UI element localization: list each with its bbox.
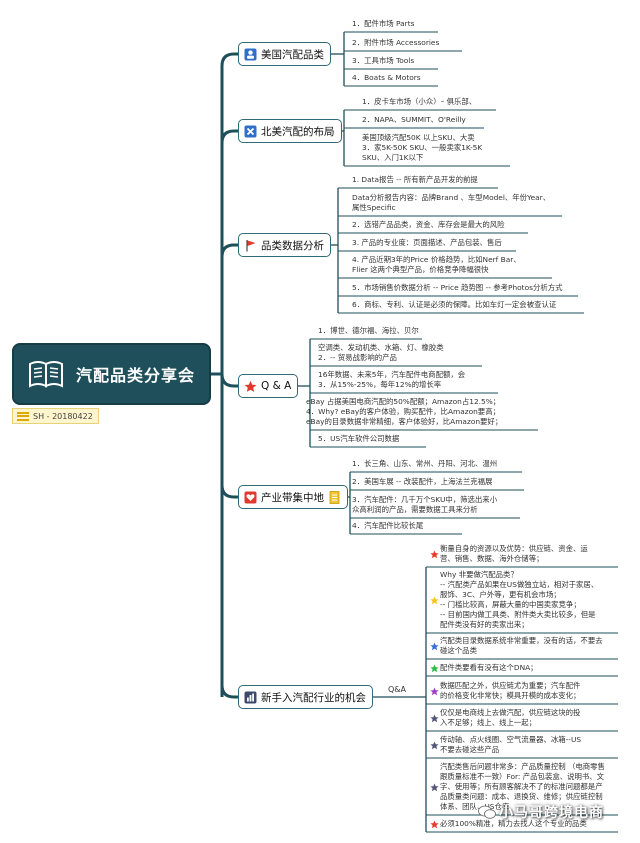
star-icon bbox=[430, 550, 439, 559]
branch-label: Q & A bbox=[261, 380, 292, 392]
branch-label: 美国汽配品类 bbox=[261, 48, 324, 61]
sub-item[interactable]: 配件类要看有没有这个DNA； bbox=[440, 663, 538, 672]
connector bbox=[220, 52, 238, 67]
sub-item[interactable]: 2．选错产品品类，资金、库存会是最大的风险 bbox=[352, 220, 505, 229]
red-star-icon bbox=[244, 380, 257, 392]
watermark: 小马哥跨境电商 bbox=[478, 802, 604, 822]
sub-item[interactable]: Why 非要做汽配品类？ -- 汽配类产品如果在US做独立站，相对于家居、 服饰… bbox=[440, 570, 599, 629]
star-icon bbox=[430, 783, 439, 792]
date-tag: SH - 20180422 bbox=[12, 408, 99, 424]
book-icon bbox=[28, 361, 63, 388]
sub-item[interactable]: 2．美国车展 -- 改装配件，上海法兰克福展 bbox=[352, 477, 493, 486]
sub-item[interactable]: eBay 占据美国电商汽配的50%配额；Amazon占12.5%； 4．Why?… bbox=[306, 397, 503, 426]
connector-label: Q&A bbox=[388, 685, 407, 694]
sub-item[interactable]: 16年数据、未来5年，汽车配件电商配额，会 3．从15%-25%，每年12%的增… bbox=[318, 370, 466, 389]
star-icon bbox=[430, 664, 439, 672]
sub-item[interactable]: 必须100%精准，精力去找人这个专业的品类 bbox=[440, 819, 587, 828]
x-mark-icon bbox=[244, 125, 257, 137]
sub-item[interactable]: 1．皮卡车市场（小众）– 俱乐部、 bbox=[362, 97, 477, 106]
branch-6[interactable]: 新手入汽配行业的机会 bbox=[238, 685, 373, 709]
connector bbox=[220, 373, 238, 388]
connector bbox=[220, 684, 238, 699]
sub-item[interactable]: 仅仅是电商线上去做汽配，供应链这块的投 入不足够；线上、线上一起； bbox=[440, 708, 581, 727]
red-flag-icon bbox=[246, 239, 256, 251]
sub-item[interactable]: 6．商标、专利、认证是必须的保障。比如车灯一定会被查认证 bbox=[352, 300, 557, 309]
sub-item[interactable]: 3. 产品的专业度：页面描述、产品包装、售后 bbox=[352, 238, 502, 247]
branch-1[interactable]: 美国汽配品类 bbox=[238, 42, 331, 66]
sub-item[interactable]: 1. Data报告 -- 所有新产品开发的前提 bbox=[352, 175, 478, 184]
branch-4[interactable]: Q & A bbox=[238, 374, 299, 398]
person-badge-icon bbox=[244, 48, 257, 60]
sub-item[interactable]: 传动轴、点火线圈、空气流量器、冰箱--US 不要去碰这些产品 bbox=[440, 735, 582, 754]
branch-label: 产业带集中地 bbox=[261, 491, 324, 504]
date-tag-text: SH - 20180422 bbox=[33, 411, 93, 421]
sub-item[interactable]: 5．市场销售价数据分析 -- Price 趋势图 -- 参考Photos分析方式 bbox=[352, 283, 563, 292]
sub-item[interactable]: 1．长三角、山东、常州、丹阳、河北、温州 bbox=[352, 459, 498, 468]
branch-3[interactable]: 品类数据分析 bbox=[238, 233, 331, 257]
heart-icon bbox=[244, 491, 257, 503]
connector bbox=[220, 129, 238, 144]
sub-item[interactable]: 美国顶级汽配50K 以上SKU、大卖 3．家5K-50K SKU、一般卖家1K-… bbox=[362, 133, 483, 162]
star-icon bbox=[430, 687, 439, 696]
sub-item[interactable]: 1．配件市场 Parts bbox=[352, 19, 415, 28]
note-icon[interactable] bbox=[328, 490, 341, 504]
sub-item[interactable]: 空调类、发动机类、水箱、灯、橡胶类 2．-- 贸易战影响的产品 bbox=[318, 343, 444, 362]
sub-item[interactable]: 衡量自身的资源以及优势：供应链、资金、运 营、销售、数据、海外仓储等； bbox=[440, 544, 588, 563]
star-icon bbox=[430, 714, 439, 723]
sub-item[interactable]: 4．Boats & Motors bbox=[352, 73, 421, 82]
star-icon bbox=[430, 820, 439, 828]
bar-chart-icon bbox=[244, 691, 257, 703]
sub-item[interactable]: 汽配类售后问题非常多：产品质量控制 （电商零售 跟质量标准不一致）For: 产品… bbox=[440, 762, 605, 811]
star-icon bbox=[430, 596, 439, 605]
branch-5[interactable]: 产业带集中地 bbox=[238, 485, 348, 509]
watermark-text: 小马哥跨境电商 bbox=[499, 805, 604, 821]
list-icon bbox=[17, 411, 29, 421]
sub-item[interactable]: 4. 产品近期3年的Price 价格趋势，比如Nerf Bar、 Flier 这… bbox=[352, 255, 521, 274]
sub-item[interactable]: 1．博世、德尔福、海拉、贝尔 bbox=[318, 326, 419, 335]
wechat-icon bbox=[478, 805, 496, 819]
sub-item[interactable]: 汽配类目录数据系统非常重要，没有的话，不要去 碰这个品类 bbox=[440, 636, 603, 655]
branch-label: 北美汽配的布局 bbox=[261, 125, 335, 138]
sub-item[interactable]: 3．汽车配件：几千万个SKU中，筛选出来小 众高利润的产品，需要数据工具来分析 bbox=[352, 495, 498, 514]
sub-item[interactable]: 5．US汽车软件公司数据 bbox=[318, 434, 400, 443]
branch-2[interactable]: 北美汽配的布局 bbox=[238, 119, 342, 143]
sub-item[interactable]: 3．工具市场 Tools bbox=[352, 56, 415, 65]
central-topic[interactable]: 汽配品类分享会 bbox=[12, 343, 211, 405]
star-icon bbox=[430, 642, 439, 651]
sub-item[interactable]: 2．附件市场 Accessories bbox=[352, 38, 440, 47]
central-title: 汽配品类分享会 bbox=[75, 366, 195, 385]
sub-item[interactable]: 2．NAPA、SUMMIT、O'Reilly bbox=[362, 115, 466, 124]
connector bbox=[220, 484, 238, 499]
branch-label: 新手入汽配行业的机会 bbox=[261, 691, 366, 704]
sub-item[interactable]: 4．汽车配件比较长尾 bbox=[352, 521, 424, 530]
connector bbox=[220, 243, 238, 258]
sub-item[interactable]: 数据匹配之外，供应链尤为重要；汽车配件 的价格变化非常快；模具开模的成本变化； bbox=[440, 681, 581, 700]
sub-item[interactable]: Data分析报告内容：品牌Brand 、车型Model、年份Year、 属性Sp… bbox=[352, 193, 551, 212]
branch-label: 品类数据分析 bbox=[261, 239, 324, 252]
star-icon bbox=[430, 741, 439, 750]
